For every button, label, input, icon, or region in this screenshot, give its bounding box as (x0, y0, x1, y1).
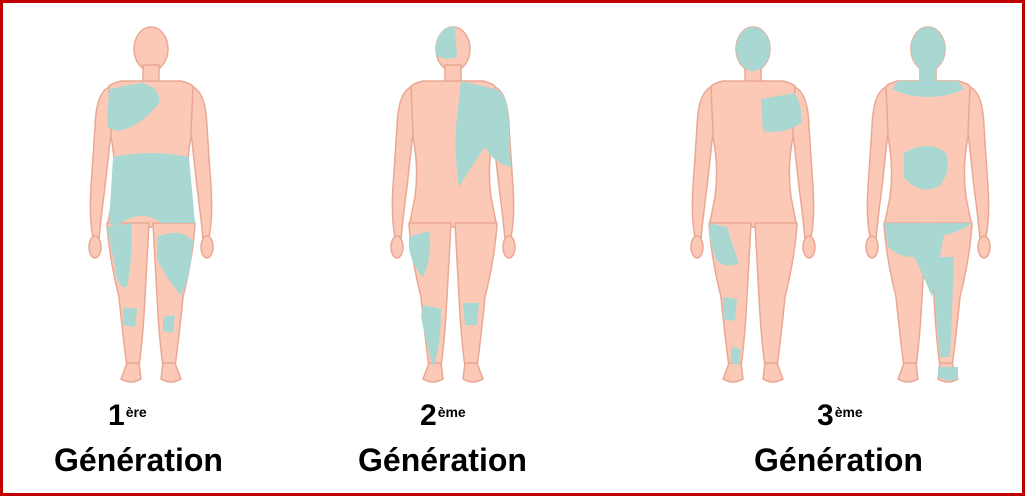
caption-generation-1-word: Génération (54, 443, 223, 477)
caption-generation-3-number: 3ème (817, 401, 862, 431)
figure-generation-3-male (866, 27, 990, 382)
caption-generation-1-number: 1ère (108, 401, 146, 431)
caption-generation-3-word: Génération (754, 443, 923, 477)
figure-generation-3-female (691, 27, 815, 382)
caption-generation-2-number: 2ème (420, 401, 465, 431)
figure-generation-2-female (391, 27, 515, 382)
body-figures (3, 3, 1025, 393)
caption-generation-2-word: Génération (358, 443, 527, 477)
figure-generation-1-female (89, 27, 213, 382)
